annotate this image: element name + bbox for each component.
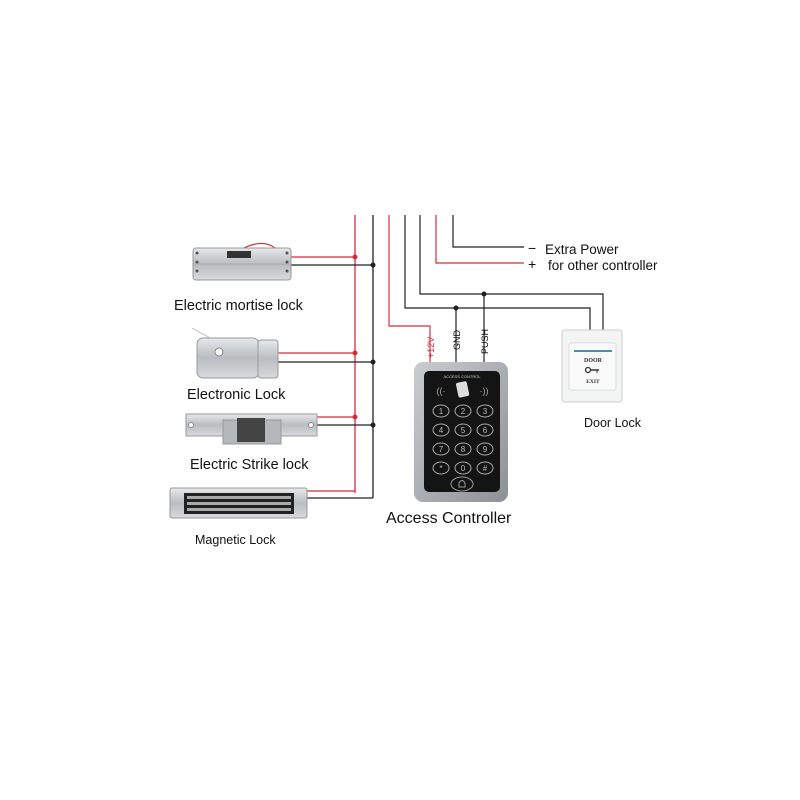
electric-mortise-lock-label: Electric mortise lock bbox=[174, 298, 304, 314]
push-wire bbox=[419, 215, 604, 330]
key-* bbox=[432, 461, 450, 475]
key-6 bbox=[476, 423, 494, 437]
push-label: PUSH bbox=[480, 329, 490, 354]
key-4 bbox=[432, 423, 450, 437]
plus-12v-wire bbox=[388, 215, 431, 362]
key-8 bbox=[454, 442, 472, 456]
key-9 bbox=[476, 442, 494, 456]
key-label: 0 bbox=[461, 464, 466, 473]
key-3 bbox=[476, 404, 494, 418]
keypad-keys: 1 2 3 4 5 6 7 8 9 * 0 # bbox=[432, 404, 494, 475]
gnd-wire bbox=[404, 215, 591, 330]
extra-power-plus-sign: + bbox=[528, 256, 536, 272]
key-label: 2 bbox=[461, 407, 466, 416]
panel-text: ACCESS CONTROL bbox=[443, 374, 481, 379]
exit-button-bottom-text: EXIT bbox=[586, 379, 600, 385]
magnetic-lock-image bbox=[169, 487, 308, 519]
key-0 bbox=[454, 461, 472, 475]
controller-wires bbox=[388, 215, 604, 362]
key-icon bbox=[584, 366, 599, 374]
access-controller-label: Access Controller bbox=[386, 510, 512, 527]
key-label: 3 bbox=[483, 407, 488, 416]
key-label: 6 bbox=[483, 426, 488, 435]
key-label: 5 bbox=[461, 426, 466, 435]
key-2 bbox=[454, 404, 472, 418]
gnd-label: GND bbox=[452, 330, 462, 351]
key-7 bbox=[432, 442, 450, 456]
electronic-lock-image bbox=[191, 327, 279, 379]
electric-strike-lock-image bbox=[185, 413, 318, 445]
key-label: 9 bbox=[483, 445, 488, 454]
electronic-lock-label: Electronic Lock bbox=[187, 387, 286, 403]
rfid-wave-right-icon: ·)) bbox=[480, 386, 489, 396]
magnetic-lock-label: Magnetic Lock bbox=[195, 533, 276, 547]
lock-bus-wires bbox=[278, 215, 374, 499]
key-label: 4 bbox=[439, 426, 444, 435]
access-controller-keypad: ACCESS CONTROL ((· ·)) 1 2 3 4 5 6 7 8 9 * 0 # bbox=[414, 362, 508, 502]
extra-power-sublabel: for other controller bbox=[548, 258, 658, 273]
plus-12v-label: +12V bbox=[426, 337, 436, 358]
electric-strike-lock-label: Electric Strike lock bbox=[190, 457, 309, 473]
exit-button-image: DOOR EXIT bbox=[561, 329, 623, 403]
exit-button-top-text: DOOR bbox=[584, 358, 603, 364]
key-label: 8 bbox=[461, 445, 466, 454]
card-reader-icon bbox=[456, 381, 470, 398]
key-label: * bbox=[439, 464, 442, 473]
extra-power-negative-wire bbox=[452, 215, 524, 248]
key-5 bbox=[454, 423, 472, 437]
rfid-wave-left-icon: ((· bbox=[437, 386, 446, 396]
key-label: 1 bbox=[439, 407, 444, 416]
key-label: 7 bbox=[439, 445, 444, 454]
door-lock-label: Door Lock bbox=[584, 416, 642, 430]
key-label: # bbox=[483, 464, 488, 473]
key-# bbox=[476, 461, 494, 475]
bell-icon bbox=[458, 480, 466, 488]
bell-button bbox=[450, 476, 474, 492]
extra-power-positive-wire bbox=[435, 215, 524, 264]
extra-power-minus-sign: − bbox=[528, 240, 536, 256]
key-1 bbox=[432, 404, 450, 418]
electric-mortise-lock-image bbox=[192, 242, 292, 281]
extra-power-label: Extra Power bbox=[545, 242, 619, 257]
